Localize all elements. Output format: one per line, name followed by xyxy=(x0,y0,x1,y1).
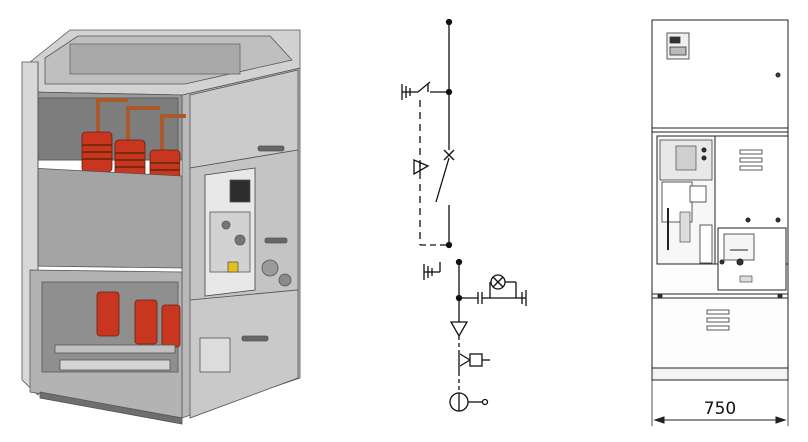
switch-disconnector-icon xyxy=(435,149,455,243)
meter-icon xyxy=(666,32,690,60)
striker-icon xyxy=(413,159,430,176)
width-dimension-label: 750 xyxy=(704,399,736,419)
vent-slots-lower xyxy=(706,309,730,331)
vent-slots xyxy=(739,149,763,171)
cabinet-front-view xyxy=(651,19,789,426)
voltage-indicator-lamp-icon xyxy=(459,274,527,306)
cable-end-icon xyxy=(449,392,489,412)
cable-plug-icon xyxy=(458,350,490,372)
earthing-switch-icon xyxy=(401,81,449,100)
cabinet-3d-view xyxy=(21,29,301,425)
cable-terminal-icon xyxy=(449,321,469,338)
busbar-terminal xyxy=(445,18,453,26)
earthing-switch-lower-icon xyxy=(423,262,441,280)
single-line-diagram xyxy=(401,18,527,412)
